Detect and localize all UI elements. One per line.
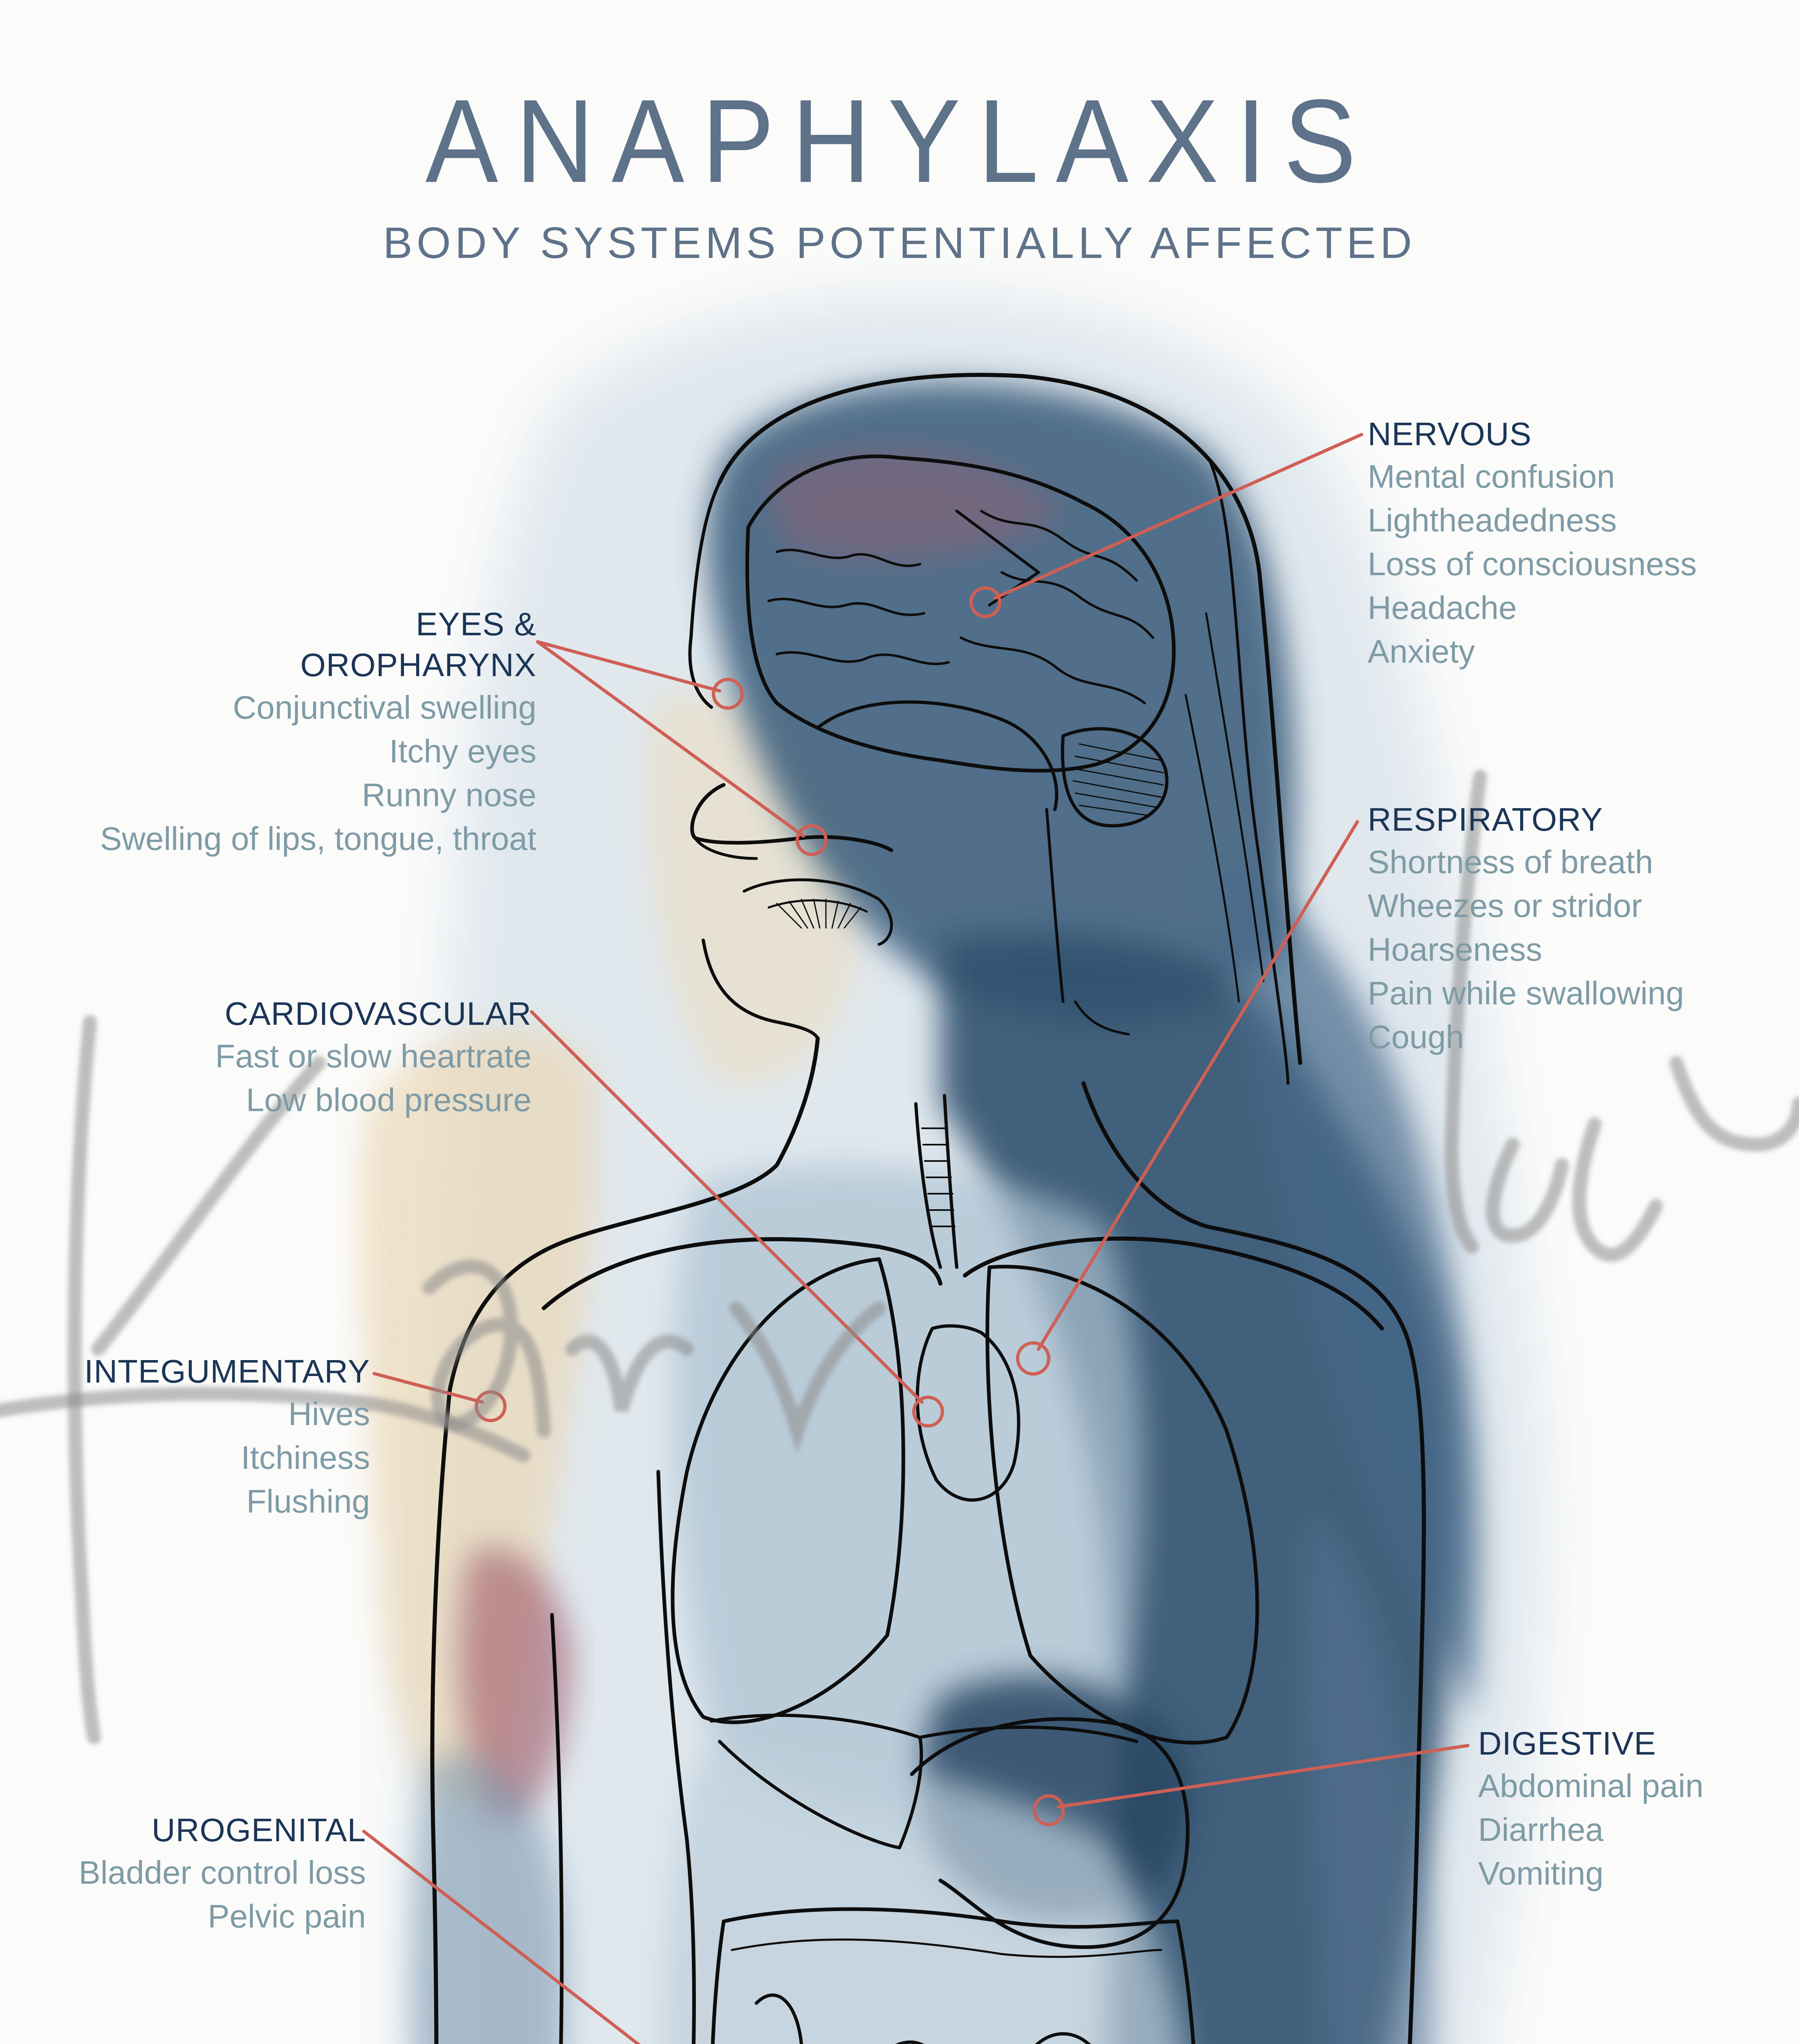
symptom-item: Itchy eyes (100, 729, 536, 773)
respiratory-heading: RESPIRATORY (1368, 799, 1684, 840)
urogenital-heading: UROGENITAL (79, 1810, 366, 1851)
symptom-item: Abdominal pain (1478, 1764, 1703, 1808)
integumentary-heading: INTEGUMENTARY (84, 1351, 370, 1392)
symptom-item: Headache (1368, 586, 1697, 630)
symptom-item: Lightheadedness (1368, 498, 1697, 542)
cardiovascular-callout: CARDIOVASCULAR Fast or slow heartrate Lo… (215, 993, 532, 1122)
respiratory-callout: RESPIRATORY Shortness of breath Wheezes … (1368, 799, 1684, 1059)
nervous-callout: NERVOUS Mental confusion Lightheadedness… (1368, 414, 1697, 673)
symptom-item: Swelling of lips, tongue, throat (100, 817, 536, 861)
symptom-item: Itchiness (84, 1436, 370, 1479)
symptom-item: Bladder control loss (79, 1851, 366, 1894)
eyes-oropharynx-callout: EYES & OROPHARYNX Conjunctival swelling … (100, 604, 536, 861)
symptom-item: Anxiety (1368, 630, 1697, 673)
digestive-heading: DIGESTIVE (1478, 1723, 1703, 1764)
cardiovascular-heading: CARDIOVASCULAR (215, 993, 532, 1034)
oropharynx-heading: OROPHARYNX (100, 645, 536, 686)
digestive-callout: DIGESTIVE Abdominal pain Diarrhea Vomiti… (1478, 1723, 1703, 1895)
symptom-item: Conjunctival swelling (100, 686, 536, 729)
symptom-item: Pelvic pain (79, 1894, 366, 1938)
symptom-item: Loss of consciousness (1368, 542, 1697, 586)
symptom-item: Hoarseness (1368, 928, 1684, 971)
eyes-heading: EYES & (100, 604, 536, 645)
symptom-item: Flushing (84, 1479, 370, 1523)
symptom-item: Wheezes or stridor (1368, 884, 1684, 928)
watercolor-washes (359, 294, 1544, 2044)
symptom-item: Diarrhea (1478, 1808, 1703, 1851)
symptom-item: Shortness of breath (1368, 840, 1684, 884)
symptom-item: Runny nose (100, 773, 536, 817)
symptom-item: Low blood pressure (215, 1078, 532, 1122)
urogenital-callout: UROGENITAL Bladder control loss Pelvic p… (79, 1810, 366, 1938)
integumentary-callout: INTEGUMENTARY Hives Itchiness Flushing (84, 1351, 370, 1523)
symptom-item: Mental confusion (1368, 455, 1697, 498)
symptom-item: Hives (84, 1392, 370, 1436)
symptom-item: Pain while swallowing (1368, 971, 1684, 1015)
symptom-item: Vomiting (1478, 1851, 1703, 1895)
nervous-heading: NERVOUS (1368, 414, 1697, 455)
poster-subtitle: BODY SYSTEMS POTENTIALLY AFFECTED (0, 221, 1799, 265)
symptom-item: Cough (1368, 1015, 1684, 1059)
poster-title: ANAPHYLAXIS (72, 82, 1727, 200)
symptom-item: Fast or slow heartrate (215, 1034, 532, 1078)
